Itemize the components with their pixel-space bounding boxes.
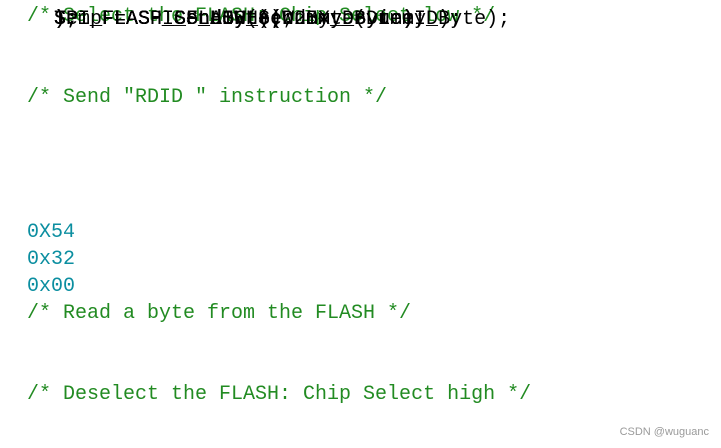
code-line: SPI_FLASH_CS_LOW();: [27, 8, 531, 57]
code-text: );: [54, 8, 79, 31]
code-text: SPI_FLASH_SendByte(: [54, 8, 283, 31]
code-line: SPI_FLASH_CS_HIGH();: [27, 8, 531, 435]
code-line: [27, 57, 531, 84]
code-text: SPI_FLASH_SendByte(: [54, 8, 283, 31]
code-comment: /* Deselect the FLASH: Chip Select high …: [27, 383, 532, 406]
code-line: SPI_FLASH_SendByte( 0x32);: [27, 8, 531, 273]
code-number: 0X54: [27, 221, 76, 244]
code-line: /* Read a byte from the FLASH */: [27, 300, 531, 327]
code-line: /* Select the FLASH: Chip Select low */: [27, 3, 531, 30]
code-line: SPI_FLASH_SendByte( 0x00);: [27, 8, 531, 300]
code-text: SPI_FLASH_SendByte(: [54, 8, 283, 31]
code-line: SPI_FLASH_SendByte(Dummy_Byte);: [27, 8, 531, 165]
code-line: SPI_FLASH_SendByte(Dummy_Byte);: [27, 8, 531, 192]
code-number: 0x00: [27, 275, 76, 298]
code-line: /* Send "RDID " instruction */: [27, 84, 531, 111]
code-comment: /* Send "RDID " instruction */: [27, 86, 388, 109]
code-comment: /* Read a byte from the FLASH */: [27, 302, 412, 325]
code-text: SPI_FLASH_CS_LOW();: [54, 8, 283, 31]
code-line: [27, 354, 531, 381]
code-text: SPI_FLASH_SendByte(Dummy_Byte);: [54, 8, 427, 31]
code-line: SPI_FLASH_SendByte( 0X54);: [27, 8, 531, 246]
code-text: );: [54, 8, 79, 31]
code-text: );: [54, 8, 79, 31]
code-number: 0x32: [27, 248, 76, 271]
code-text: Temp = SPI_FLASH_SendByte(Dummy_Byte);: [54, 8, 511, 31]
code-text: SPI_FLASH_SendByte(Dummy_Byte);: [54, 8, 427, 31]
code-line: SPI_FLASH_SendByte(Dummy_Byte);: [27, 8, 531, 219]
code-block: /* Select the FLASH: Chip Select low */S…: [27, 3, 531, 435]
code-text: SPI_FLASH_SendByte(Dummy_Byte);: [54, 8, 427, 31]
code-line: /* Deselect the FLASH: Chip Select high …: [27, 381, 531, 408]
code-line: Temp = SPI_FLASH_SendByte(Dummy_Byte);: [27, 8, 531, 354]
code-text: SPI_FLASH_SendByte(W25X_DeviceID);: [54, 8, 463, 31]
code-line: SPI_FLASH_SendByte(W25X_DeviceID);: [27, 8, 531, 138]
code-comment: /* Select the FLASH: Chip Select low */: [27, 5, 496, 28]
watermark: CSDN @wuguanc: [619, 426, 709, 438]
code-text: SPI_FLASH_CS_HIGH();: [54, 8, 295, 31]
